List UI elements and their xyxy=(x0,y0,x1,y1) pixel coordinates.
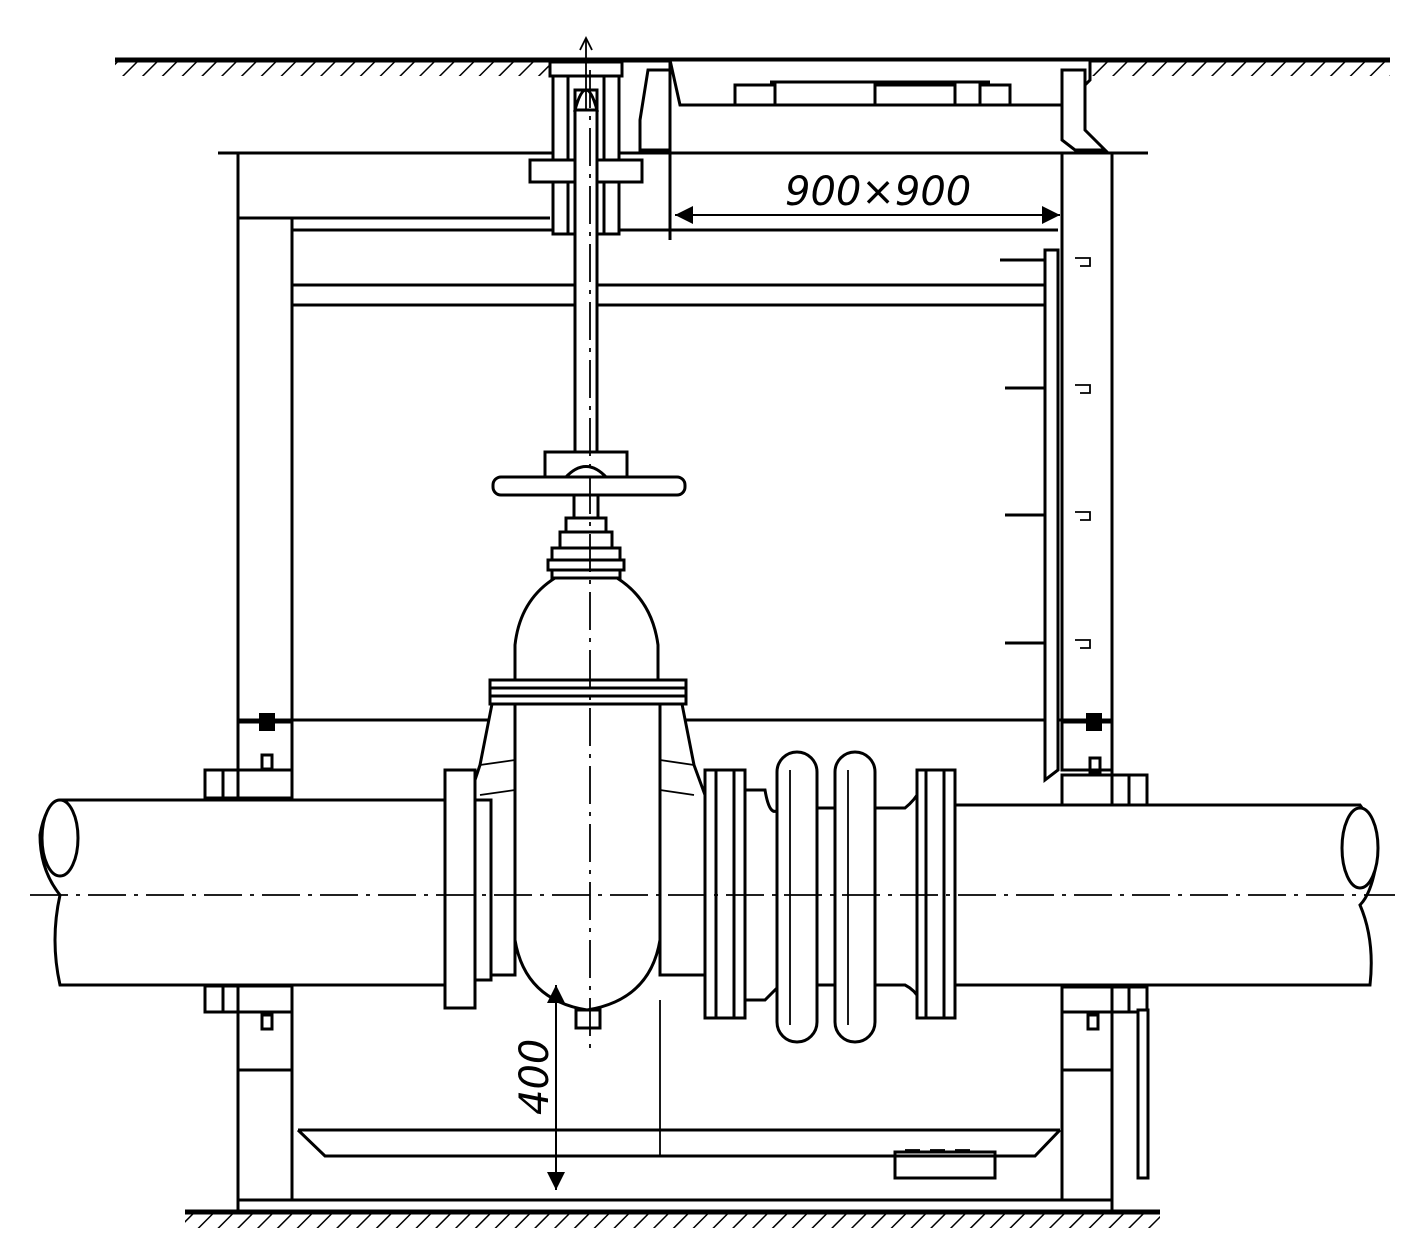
gate-valve xyxy=(443,70,755,1050)
ladder xyxy=(1000,248,1091,784)
manhole-cover xyxy=(638,58,1109,240)
hatch-size-label: 900×900 xyxy=(785,169,971,215)
pipeline-left xyxy=(38,798,457,987)
ground-surface-bottom xyxy=(185,1209,1160,1228)
spindle-guide xyxy=(528,35,644,464)
hatch-dimension: 900×900 xyxy=(675,169,1060,224)
expansion-joint xyxy=(743,750,957,1044)
valve-clearance-label: 400 xyxy=(512,1039,558,1115)
wall-seals xyxy=(203,713,1150,1180)
valve-clearance-dimension: 400 xyxy=(512,985,570,1190)
